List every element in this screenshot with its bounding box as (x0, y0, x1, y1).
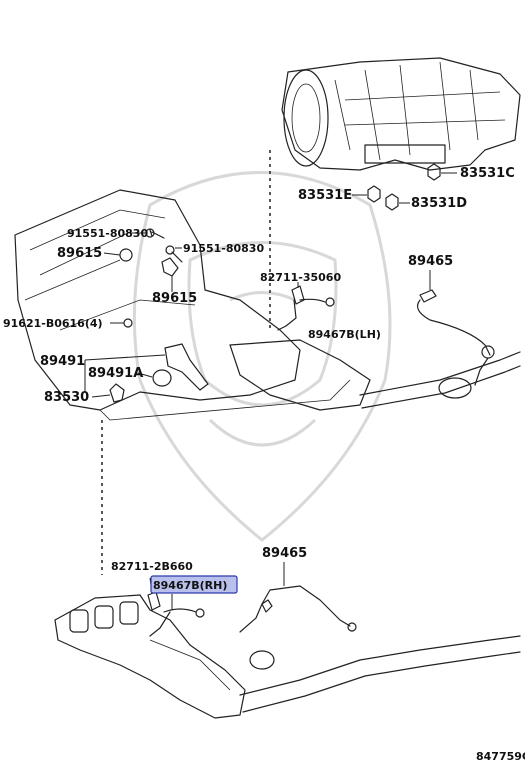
figure-code: 847759C (476, 750, 525, 763)
watermark-crest (132, 171, 392, 542)
label-83531e[interactable]: 83531E (298, 188, 352, 203)
bracket-89491 (84, 343, 209, 391)
label-89467b-rh[interactable]: 89467B(RH) (153, 579, 227, 592)
label-83531c[interactable]: 83531C (460, 166, 515, 181)
exhaust-manifold-rh (54, 594, 246, 719)
label-83530[interactable]: 83530 (44, 390, 89, 405)
nut-83530 (91, 383, 125, 403)
label-89467b-lh[interactable]: 89467B(LH) (308, 328, 381, 341)
nut-83531d (385, 193, 410, 211)
exhaust-lh (229, 339, 521, 411)
bolt-91621 (110, 318, 133, 328)
label-82711-35060[interactable]: 82711-35060 (260, 271, 341, 284)
label-82711-2b660[interactable]: 82711-2B660 (111, 560, 193, 573)
label-89615-b[interactable]: 89615 (152, 291, 197, 306)
sensor-89615-a (103, 248, 133, 262)
nut-83531e (352, 185, 381, 203)
label-89491[interactable]: 89491 (40, 354, 85, 369)
label-89615-a[interactable]: 89615 (57, 246, 102, 261)
sensor-89465-bottom (239, 562, 357, 633)
label-91551-80830-b[interactable]: 91551-80830 (183, 242, 264, 255)
bolt-91551-a (130, 228, 165, 239)
exhaust-pipe-rh (239, 635, 521, 713)
label-91621-b0616[interactable]: 91621-B0616(4) (3, 317, 103, 330)
label-83531d[interactable]: 83531D (411, 196, 467, 211)
nut-83531c (427, 163, 457, 181)
highlight-89467b-rh (150, 575, 238, 594)
gasket-89491a (137, 369, 172, 387)
label-89465-top[interactable]: 89465 (408, 254, 453, 269)
engine-block (14, 189, 351, 421)
oxygen-sensor-89467b-lh (277, 282, 335, 331)
label-89465-bottom[interactable]: 89465 (262, 546, 307, 561)
label-89491a[interactable]: 89491A (88, 366, 143, 381)
sensor-89465-top (417, 270, 495, 386)
sensor-89615-b (161, 257, 179, 292)
label-91551-80830-a[interactable]: 91551-80830 (67, 227, 148, 240)
bolt-91551-b (165, 245, 183, 263)
transmission (281, 57, 521, 171)
